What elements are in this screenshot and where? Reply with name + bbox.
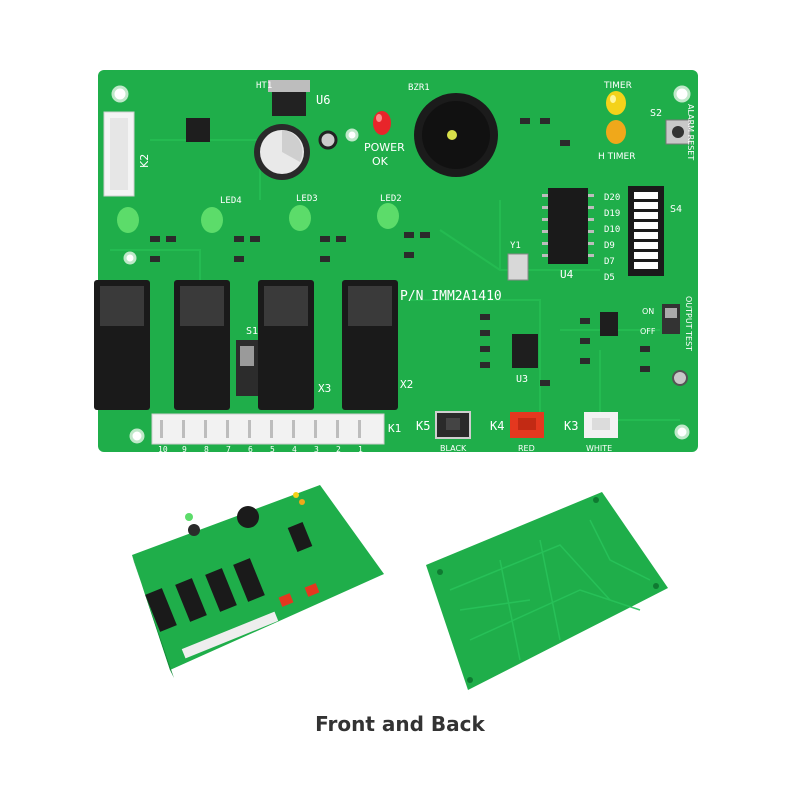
svg-text:K4: K4 (490, 419, 504, 433)
ic-small-right (600, 312, 618, 336)
svg-text:Y1: Y1 (510, 241, 521, 251)
back-board (426, 492, 668, 696)
svg-text:1: 1 (358, 445, 363, 454)
svg-text:OFF: OFF (640, 327, 656, 336)
svg-text:OK: OK (372, 155, 389, 168)
svg-text:LED3: LED3 (296, 194, 318, 204)
ic-u4: U4 (542, 188, 594, 281)
mounting-holes (111, 85, 691, 444)
connector-k1: 10 9 8 7 6 5 4 3 2 1 K1 (151, 413, 401, 454)
svg-text:S1: S1 (246, 326, 258, 337)
main-front-board: K2 HT1 U6 POWER OK (94, 70, 698, 454)
connector-k4-red: K4 RED (490, 412, 544, 453)
svg-text:U3: U3 (516, 374, 528, 385)
svg-text:OUTPUT TEST: OUTPUT TEST (684, 296, 693, 351)
svg-text:D19: D19 (604, 209, 620, 219)
svg-text:2: 2 (336, 445, 341, 454)
svg-text:10: 10 (158, 445, 168, 454)
svg-text:K2: K2 (138, 154, 151, 168)
svg-text:K5: K5 (416, 419, 430, 433)
dip-switch-s4: S4 D20 D19 D10 D9 D7 D5 (604, 186, 682, 283)
crystal-y1: Y1 (507, 241, 529, 281)
svg-text:RED: RED (518, 444, 535, 453)
svg-text:8: 8 (204, 445, 209, 454)
switch-s1: S1 (236, 326, 258, 396)
small-front-board (132, 485, 384, 678)
svg-text:U4: U4 (560, 268, 574, 281)
svg-text:ALARM RESET: ALARM RESET (686, 104, 695, 160)
svg-text:4: 4 (292, 445, 297, 454)
svg-text:BZR1: BZR1 (408, 83, 430, 93)
svg-text:3: 3 (314, 445, 319, 454)
svg-text:7: 7 (226, 445, 231, 454)
svg-text:BLACK: BLACK (440, 444, 467, 453)
svg-text:LED2: LED2 (380, 194, 402, 204)
alarm-reset-button: S2 ALARM RESET (650, 104, 695, 160)
svg-text:S4: S4 (670, 204, 682, 215)
svg-text:X3: X3 (318, 382, 331, 395)
svg-text:D5: D5 (604, 273, 615, 283)
connector-k5-black: K5 BLACK (416, 411, 471, 453)
svg-text:ON: ON (642, 307, 654, 316)
svg-text:5: 5 (270, 445, 275, 454)
connector-k3-white: K3 WHITE (564, 412, 618, 453)
green-leds: LED4 LED3 LED2 (117, 194, 402, 233)
svg-text:POWER: POWER (364, 141, 405, 154)
part-number: P/N IMM2A1410 (400, 289, 502, 304)
svg-text:WHITE: WHITE (586, 444, 612, 453)
svg-text:X2: X2 (400, 378, 413, 391)
power-ok-led: POWER OK (364, 111, 405, 168)
svg-text:D9: D9 (604, 241, 615, 251)
electrolytic-capacitor (254, 124, 338, 180)
potentiometer (672, 370, 688, 386)
svg-text:HT1: HT1 (256, 81, 272, 91)
ic-u3: U3 (512, 334, 538, 385)
svg-text:TIMER: TIMER (603, 81, 632, 91)
regulator-u6: HT1 U6 (256, 80, 330, 116)
svg-text:LED4: LED4 (220, 196, 242, 206)
output-test-switch: OUTPUT TEST ON OFF (640, 296, 693, 351)
caption: Front and Back (315, 712, 485, 736)
svg-text:D10: D10 (604, 225, 620, 235)
svg-text:H TIMER: H TIMER (598, 152, 636, 162)
buzzer-bzr1: BZR1 (408, 83, 498, 177)
connector-k2: K2 (103, 111, 151, 197)
smd-components (150, 118, 650, 386)
timer-leds: TIMER H TIMER (598, 81, 636, 162)
relays (94, 280, 398, 410)
svg-text:D20: D20 (604, 193, 620, 203)
svg-text:D7: D7 (604, 257, 615, 267)
svg-text:6: 6 (248, 445, 253, 454)
svg-text:K3: K3 (564, 419, 578, 433)
svg-text:K1: K1 (388, 422, 401, 435)
ic-top-left (186, 118, 210, 142)
svg-text:S2: S2 (650, 108, 662, 119)
svg-text:U6: U6 (316, 93, 330, 107)
svg-text:9: 9 (182, 445, 187, 454)
